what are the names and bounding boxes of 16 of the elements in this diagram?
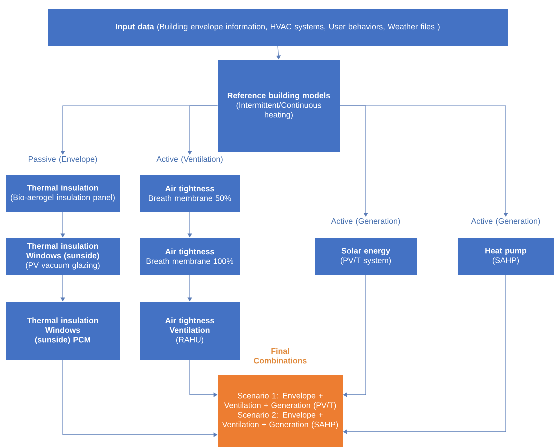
heading-label: Active (Generation) [331,218,400,226]
process-box: Thermal insulation (Bio-aerogel insulation panel) [6,175,120,212]
process-box: Heat pump (SAHP) [458,238,554,275]
process-box: Air tightness Ventilation (RAHU) [140,302,240,360]
heading-label: Final Combinations [254,348,307,364]
heading-label: Active (Generation) [471,218,540,226]
result-box: Scenario 1: Envelope + Ventilation + Generation (PV/T) Scenario 2: Envelope + Ventilation + Generation (SAHP) [218,374,343,447]
process-box: Solar energy (PV/T system) [315,238,417,275]
process-box: Air tightness Breath membrane 50% [140,175,240,212]
process-box: Reference building models (Intermittent/Continuous heating) [218,60,340,152]
input-box: Input data (Building envelope information, HVAC systems, User behaviors, Weather files ) [48,9,508,46]
heading-label: Active (Ventilation) [156,156,223,164]
process-box: Thermal insulation Windows (sunside) (PV vacuum glazing) [6,238,120,275]
process-box: Thermal insulation Windows (sunside) PCM [6,302,120,360]
process-box: Air tightness Breath membrane 100% [140,238,240,275]
heading-label: Passive (Envelope) [28,156,98,164]
